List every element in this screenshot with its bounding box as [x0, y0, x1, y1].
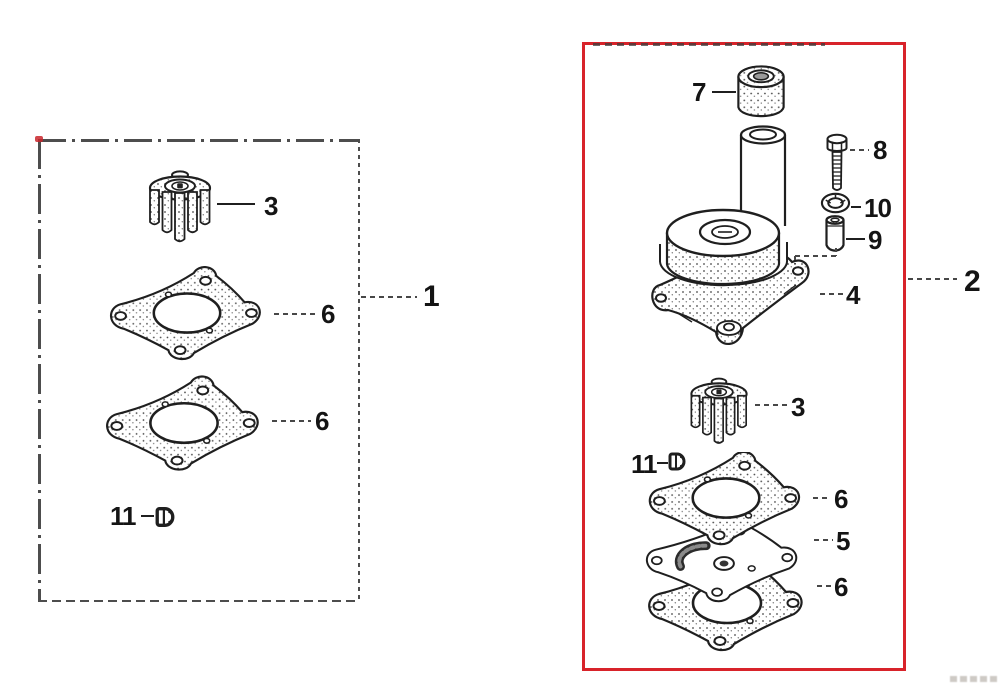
- leader-key-kit2: [657, 462, 668, 464]
- impeller-drawing-kit2: [684, 374, 754, 458]
- leader-gasket-upper-kit2: [813, 497, 831, 499]
- leader-plate-kit2: [814, 539, 833, 541]
- leader-key-kit1: [141, 515, 154, 517]
- washer-drawing: [820, 192, 851, 215]
- leader-impeller-kit1: [217, 203, 255, 205]
- callout-kit2: 2: [964, 265, 981, 298]
- leader-seal-ring: [712, 91, 736, 93]
- woodruff-key-drawing-kit1: [155, 504, 175, 530]
- scan-dash-artifact: [593, 43, 825, 46]
- leader-bolt: [850, 149, 869, 151]
- callout-kit1: 1: [423, 280, 440, 313]
- callout-seal-ring: 7: [692, 77, 707, 107]
- bolt-drawing: [824, 133, 850, 195]
- kit1-border-right: [357, 139, 360, 602]
- kit1-boundary-box: [38, 139, 360, 602]
- callout-bolt: 8: [873, 135, 888, 165]
- callout-gasket-lower-kit1: 6: [315, 406, 330, 436]
- callout-gasket-upper-kit2: 6: [834, 484, 849, 514]
- leader-gasket-upper-kit1: [274, 313, 316, 315]
- callout-impeller-kit2: 3: [791, 392, 806, 422]
- leader-collar-drop: [835, 248, 837, 256]
- woodruff-key-drawing-kit2: [668, 450, 686, 473]
- kit1-border-left: [38, 139, 41, 602]
- leader-kit2-ref: [908, 278, 957, 280]
- callout-plate-kit2: 5: [836, 526, 851, 556]
- callout-gasket-lower-kit2: 6: [834, 572, 849, 602]
- impeller-drawing-kit1: [142, 168, 218, 256]
- callout-pump-case: 4: [846, 280, 861, 310]
- leader-washer: [851, 206, 861, 208]
- pump-case-drawing: [646, 122, 822, 355]
- seal-ring-drawing: [735, 64, 787, 123]
- callout-key-kit1: 11: [110, 501, 136, 531]
- gasket-upper-drawing-kit2: [641, 452, 811, 547]
- callout-impeller-kit1: 3: [264, 191, 279, 221]
- kit2-boundary-box: [582, 42, 906, 671]
- leader-gasket-lower-kit1: [272, 420, 311, 422]
- gasket-lower-drawing-kit1: [100, 375, 268, 474]
- leader-case-drop: [794, 256, 796, 264]
- scan-red-dot-artifact: [35, 136, 43, 142]
- leader-collar-to-case: [795, 255, 837, 257]
- leader-kit1-ref: [361, 296, 417, 298]
- leader-collar: [846, 238, 865, 240]
- leader-impeller-kit2: [755, 404, 788, 406]
- leader-pump-case: [820, 293, 843, 295]
- collar-drawing: [824, 214, 846, 252]
- gasket-upper-drawing-kit1: [104, 266, 270, 363]
- callout-key-kit2: 11: [631, 449, 657, 479]
- kit1-border-top: [38, 139, 360, 142]
- leader-gasket-lower-kit2: [817, 585, 831, 587]
- kit1-border-bottom: [38, 599, 360, 602]
- callout-collar: 9: [868, 225, 883, 255]
- callout-washer: 10: [864, 193, 892, 223]
- callout-gasket-upper-kit1: 6: [321, 299, 336, 329]
- scan-smudge-artifact: [950, 676, 998, 682]
